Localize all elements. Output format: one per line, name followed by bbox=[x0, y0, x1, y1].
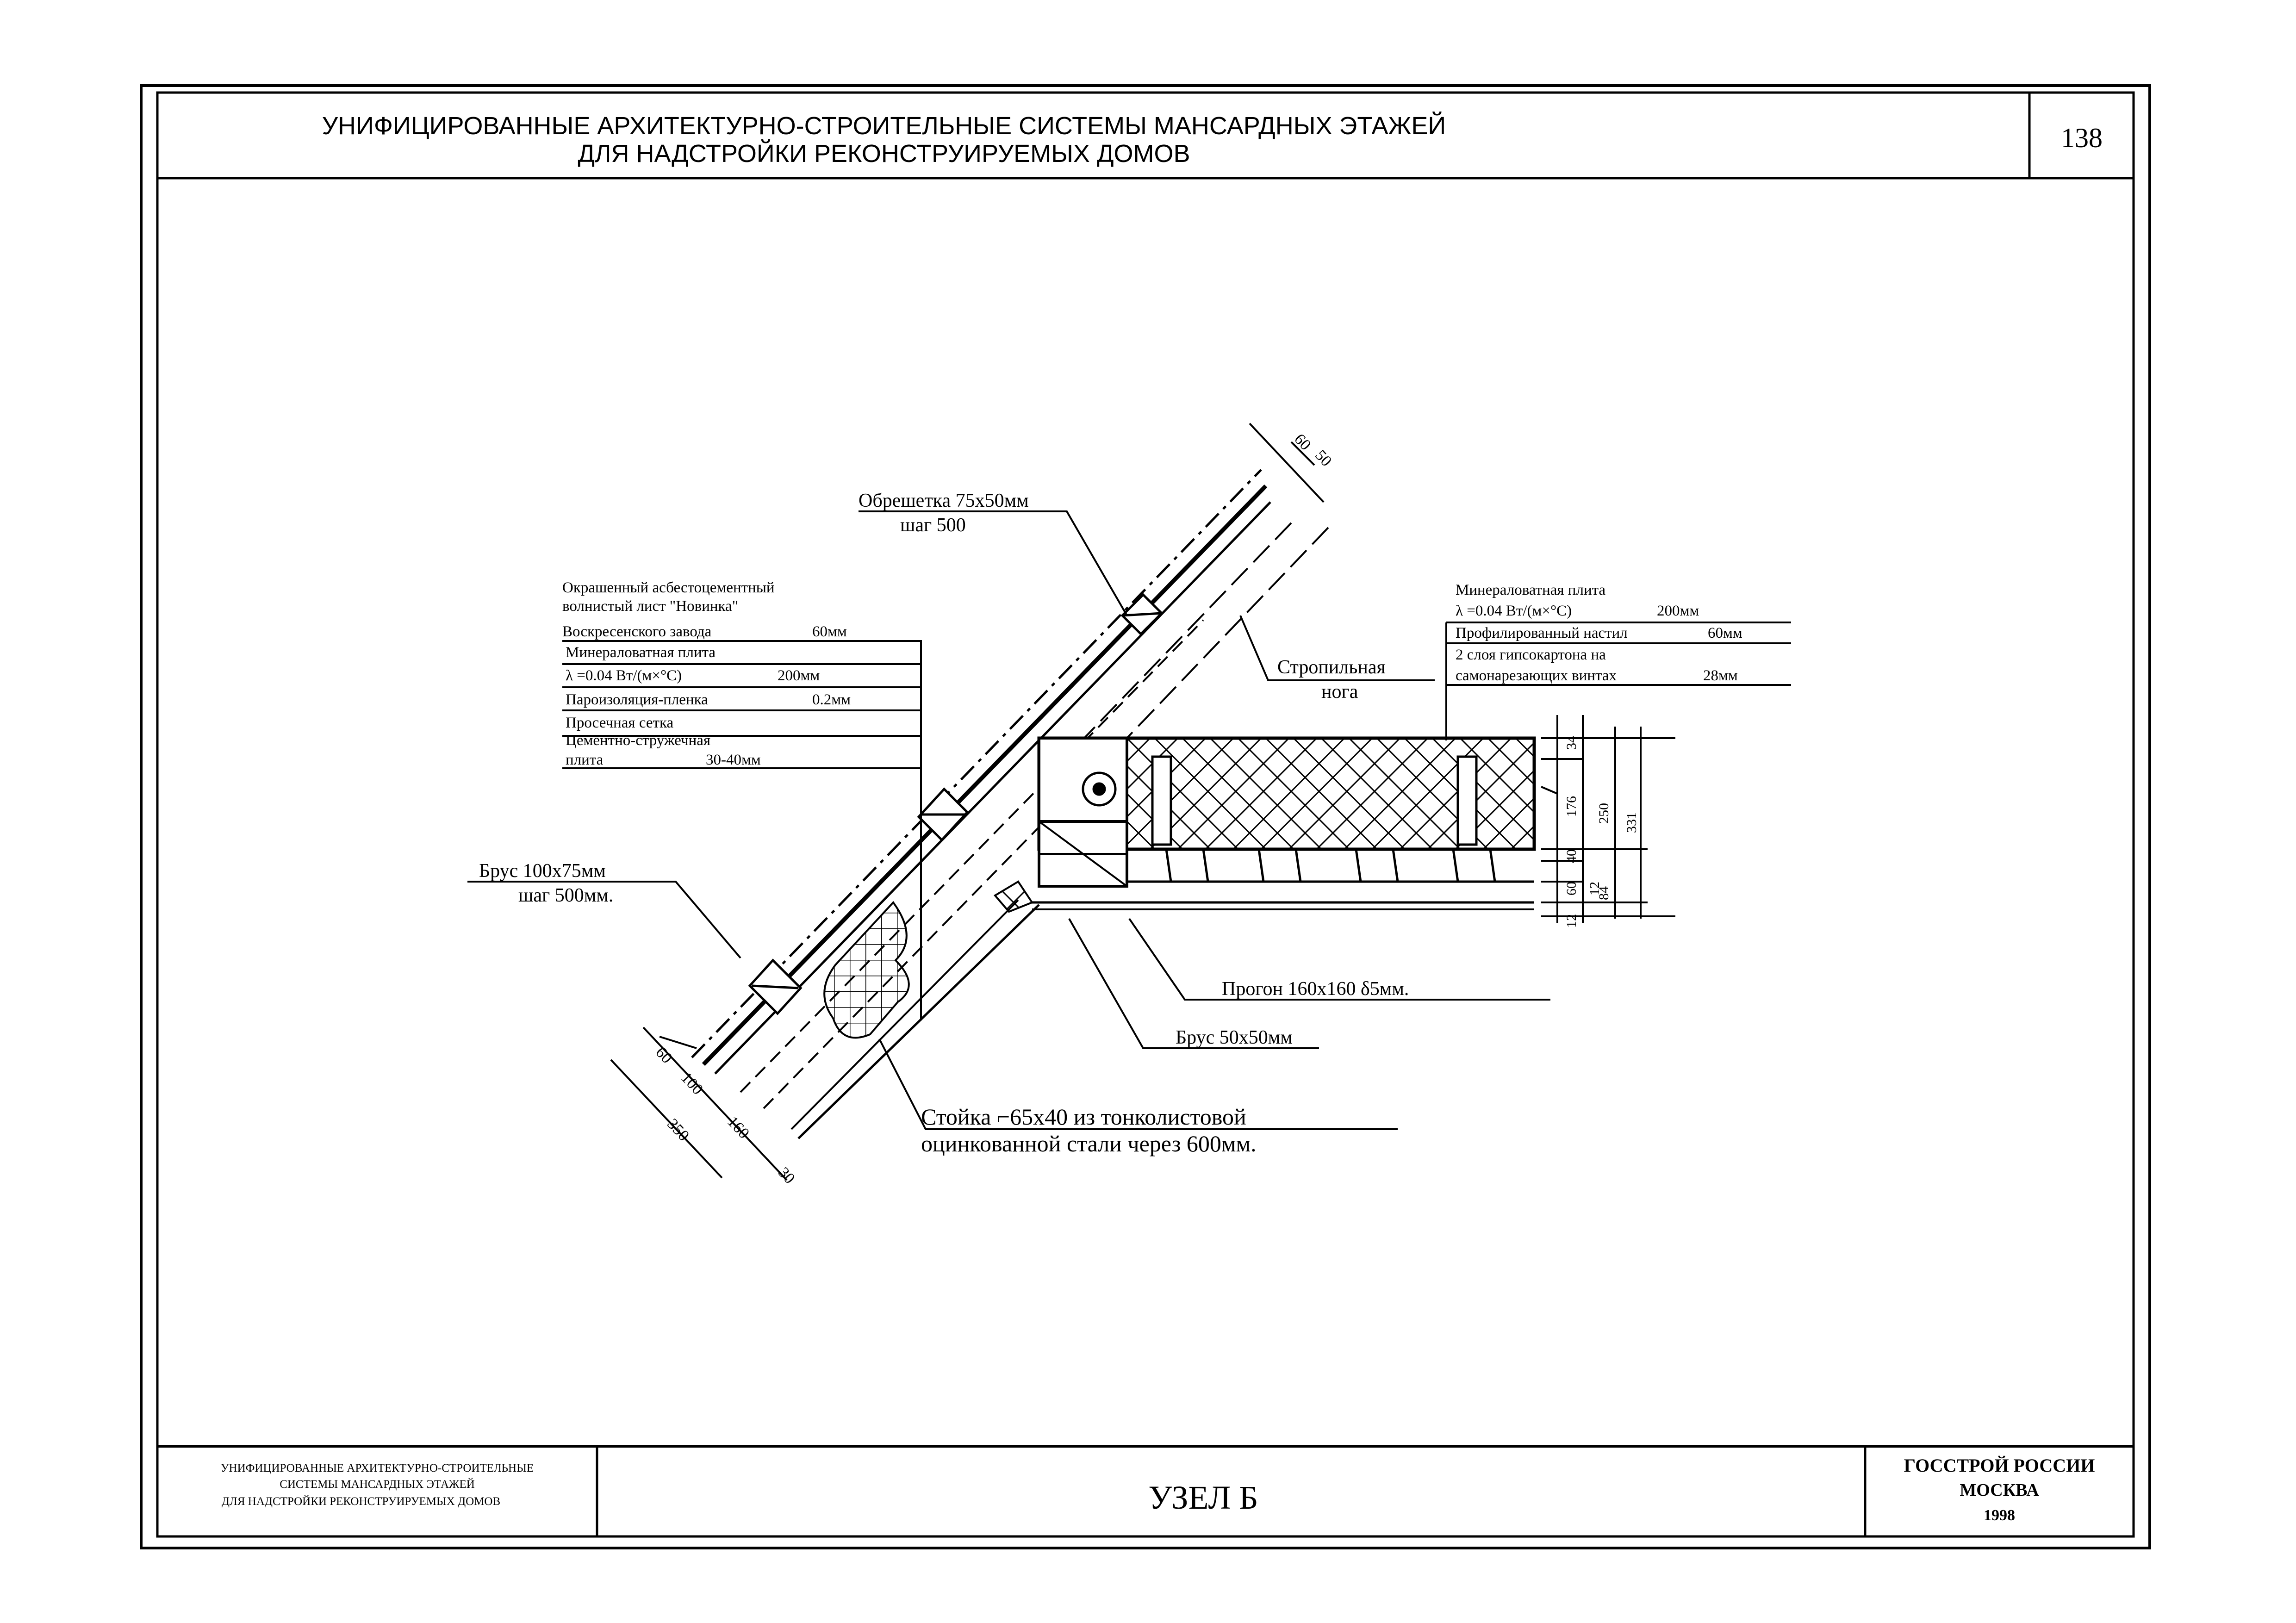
dim-v-40: 40 bbox=[1564, 849, 1579, 863]
label-mesh: Просечная сетка bbox=[566, 715, 674, 731]
dim-slope-100: 100 bbox=[678, 1069, 706, 1098]
label-mw-right-2: λ =0.04 Вт/(м×°C) bbox=[1456, 603, 1572, 619]
label-mw-left-1: Минераловатная плита bbox=[566, 644, 716, 661]
title-block: УНИФИЦИРОВАННЫЕ АРХИТЕКТУРНО-СТРОИТЕЛЬНЫ… bbox=[157, 1445, 2134, 1536]
label-drywall-2: самонарезающих винтах bbox=[1456, 667, 1617, 684]
label-csp-2-value: 30-40мм bbox=[706, 752, 761, 768]
header: УНИФИЦИРОВАННЫЕ АРХИТЕКТУРНО-СТРОИТЕЛЬНЫ… bbox=[157, 93, 2134, 180]
inner-frame bbox=[156, 91, 2135, 1538]
stamp-left-line3: ДЛЯ НАДСТРОЙКИ РЕКОНСТРУИРУЕМЫХ ДОМОВ bbox=[222, 1495, 500, 1508]
label-drywall-2-value: 28мм bbox=[1703, 667, 1738, 684]
label-roof-3: Воскресенского завода bbox=[562, 623, 712, 640]
profiled-decking bbox=[1127, 848, 1534, 883]
dim-slope-60: 60 bbox=[652, 1044, 675, 1067]
label-brus50: Брус 50x50мм bbox=[1176, 1027, 1293, 1048]
vertical-dimensions bbox=[1541, 715, 1675, 923]
detail-drawing bbox=[467, 423, 1791, 1181]
dim-v-60: 60 bbox=[1564, 882, 1579, 895]
label-csp-1: Цементно-стружечная bbox=[566, 732, 710, 749]
outer-frame bbox=[140, 84, 2151, 1549]
label-beam-2: шаг 500мм. bbox=[518, 885, 613, 906]
batten-sections bbox=[748, 593, 1164, 1015]
slope-dimensions bbox=[610, 423, 1325, 1181]
header-title-line1: УНИФИЦИРОВАННЫЕ АРХИТЕКТУРНО-СТРОИТЕЛЬНЫ… bbox=[322, 112, 1446, 140]
label-vapor: Пароизоляция-пленка bbox=[566, 691, 708, 708]
label-rafter-2: нога bbox=[1321, 681, 1358, 703]
label-obreshetka-2: шаг 500 bbox=[900, 515, 966, 536]
header-title-line2: ДЛЯ НАДСТРОЙКИ РЕКОНСТРУИРУЕМЫХ ДОМОВ bbox=[578, 139, 1190, 168]
label-drywall-1: 2 слоя гипсокартона на bbox=[1456, 647, 1606, 663]
label-decking-value: 60мм bbox=[1708, 625, 1742, 641]
stamp-left-line1: УНИФИЦИРОВАННЫЕ АРХИТЕКТУРНО-СТРОИТЕЛЬНЫ… bbox=[221, 1462, 534, 1474]
dim-top-50: 50 bbox=[1312, 447, 1335, 470]
label-mw-left-2: λ =0.04 Вт/(м×°C) bbox=[566, 667, 682, 684]
dim-slope-30: 30 bbox=[775, 1164, 798, 1187]
label-roof-1: Окрашенный асбестоцементный bbox=[562, 579, 775, 596]
dim-v-250: 250 bbox=[1596, 803, 1612, 824]
label-stoyka-1: Стойка ⌐65x40 из тонколистовой bbox=[921, 1104, 1246, 1130]
label-csp-2: плита bbox=[566, 752, 604, 768]
label-roof-2: волнистый лист "Новинка" bbox=[562, 598, 738, 615]
dim-v-12a: 12 bbox=[1587, 882, 1602, 895]
slope-insulation bbox=[823, 901, 910, 1039]
label-stoyka-2: оцинкованной стали через 600мм. bbox=[921, 1131, 1257, 1157]
stamp-org: ГОССТРОЙ РОССИИ bbox=[1904, 1455, 2095, 1476]
dim-v-176: 176 bbox=[1564, 796, 1579, 817]
dim-v-34: 34 bbox=[1564, 736, 1579, 750]
label-vapor-value: 0.2мм bbox=[812, 691, 851, 708]
label-roof-3-value: 60мм bbox=[812, 623, 847, 640]
stamp-title: УЗЕЛ Б bbox=[1148, 1479, 1258, 1516]
stamp-city: МОСКВА bbox=[1960, 1480, 2039, 1500]
stamp-left-line2: СИСТЕМЫ МАНСАРДНЫХ ЭТАЖЕЙ bbox=[280, 1478, 475, 1491]
page-number: 138 bbox=[2061, 123, 2103, 153]
dim-v-331: 331 bbox=[1624, 812, 1639, 833]
label-mw-left-2-value: 200мм bbox=[778, 667, 820, 684]
annotations: Обрешетка 75x50мм шаг 500 Окрашенный асб… bbox=[479, 430, 1742, 1187]
label-beam-1: Брус 100x75мм bbox=[479, 860, 606, 882]
stamp-year: 1998 bbox=[1984, 1507, 2015, 1524]
label-obreshetka-1: Обрешетка 75x50мм bbox=[859, 490, 1029, 511]
label-mw-right-2-value: 200мм bbox=[1657, 603, 1699, 619]
dim-top-60: 60 bbox=[1291, 430, 1314, 454]
label-rafter-1: Стропильная bbox=[1277, 657, 1386, 678]
leader-lines bbox=[467, 510, 1791, 1130]
label-purlin: Прогон 160x160 δ5мм. bbox=[1222, 978, 1409, 1000]
label-decking: Профилированный настил bbox=[1456, 625, 1628, 641]
roof-slope-layers bbox=[691, 469, 1271, 1139]
dim-v-12b: 12 bbox=[1564, 914, 1579, 928]
label-mw-right-1: Минераловатная плита bbox=[1456, 582, 1605, 598]
dim-v-84: 84 bbox=[1596, 886, 1612, 900]
